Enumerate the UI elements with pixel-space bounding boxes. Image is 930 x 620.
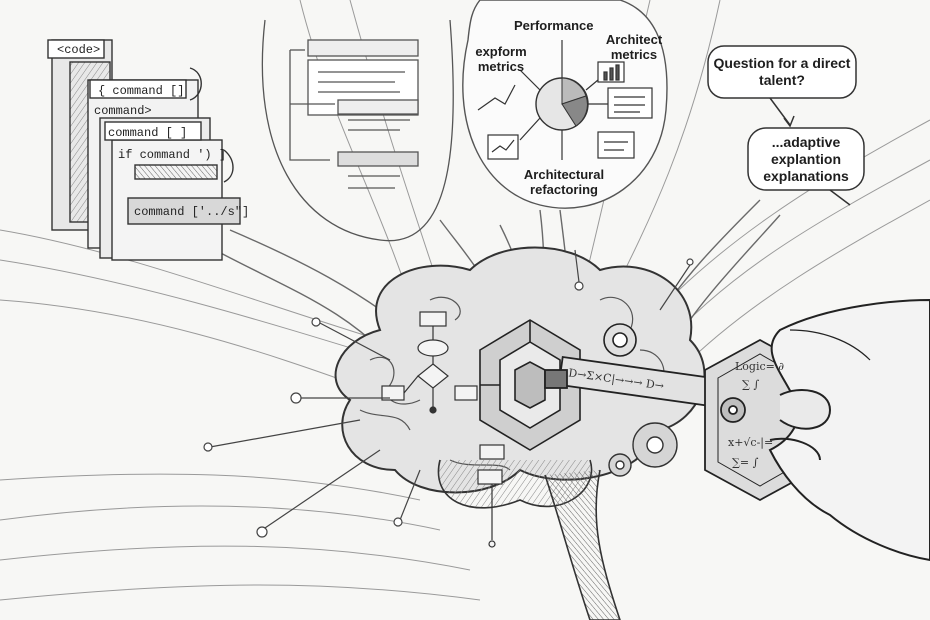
code-line-1: { command [] bbox=[98, 84, 185, 98]
document-bubble bbox=[261, 19, 454, 242]
key-head-line-2: ∑ ∫ bbox=[742, 378, 760, 391]
metric-bottom-label: Architectural refactoring bbox=[523, 167, 605, 197]
question-bubble-shape bbox=[707, 45, 865, 206]
code-line-3: command [ ] bbox=[108, 126, 188, 140]
code-line-2: command> bbox=[94, 104, 152, 118]
maze-icon bbox=[479, 319, 637, 451]
metric-left-label: expform metrics bbox=[475, 44, 527, 74]
code-panel bbox=[47, 39, 241, 261]
code-line-5: command ['../s"] bbox=[134, 205, 250, 219]
metric-right-label: Architect metrics bbox=[605, 32, 663, 62]
hand-icon bbox=[768, 298, 930, 562]
gear-icon bbox=[608, 422, 678, 477]
code-tag: <code> bbox=[57, 43, 101, 57]
metrics-bubble bbox=[462, 0, 668, 209]
key-head-line-1: Logic= ∂ bbox=[735, 360, 785, 373]
pie-chart-icon bbox=[535, 77, 589, 131]
node-connectors bbox=[203, 249, 694, 538]
explanation-bubble: ...adaptive explantion explanations bbox=[763, 134, 849, 184]
key-head-line-3: x+√c-|= bbox=[728, 436, 774, 449]
metric-top-label: Performance bbox=[514, 18, 594, 33]
flowchart-icon bbox=[381, 311, 505, 548]
question-bubble: Question for a direct talent? bbox=[713, 55, 851, 88]
line-graph-icon bbox=[477, 61, 653, 160]
key-head-line-4: ∑= ∫ bbox=[732, 456, 759, 469]
code-line-4: if command ') ] bbox=[118, 148, 227, 162]
